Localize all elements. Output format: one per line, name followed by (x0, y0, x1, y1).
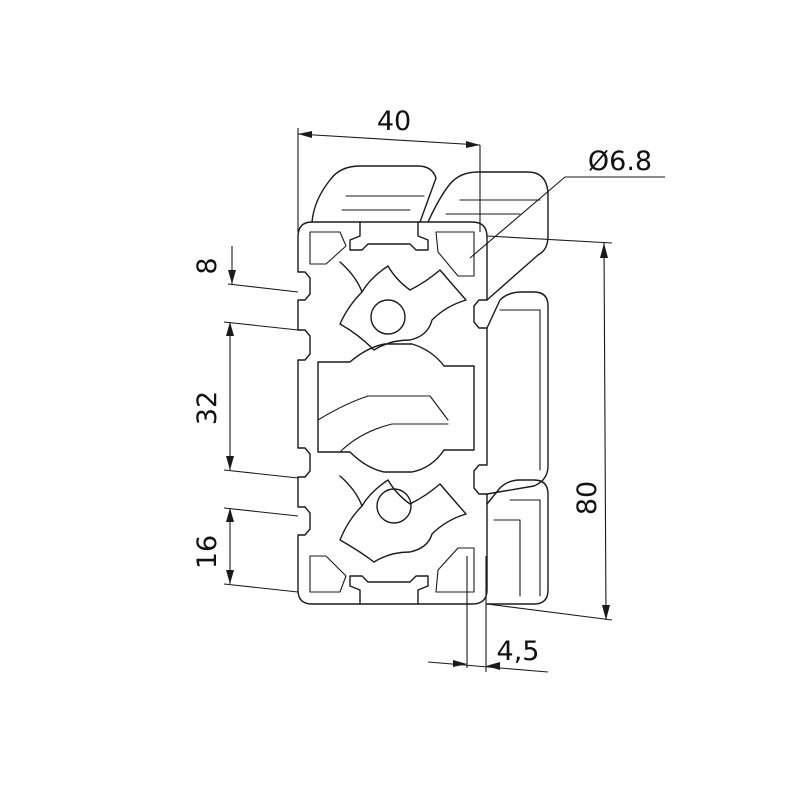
chamber-bottom-right (435, 547, 475, 593)
depth-top-edge-2 (427, 171, 549, 301)
upper-core (339, 261, 467, 351)
dim-slot-width-label: 4,5 (497, 636, 540, 667)
central-cavity (317, 343, 475, 473)
top-t-slot (349, 221, 429, 251)
dim-width-label: 40 (377, 106, 411, 137)
dim-top-offset-label: 8 (192, 257, 223, 274)
depth-mid-right (486, 291, 549, 495)
dimension-lines (223, 128, 665, 673)
chamber-top-right (435, 231, 475, 277)
central-cavity-depth (317, 395, 449, 453)
depth-slot-groove-top (341, 195, 541, 215)
upper-hole (370, 299, 406, 335)
dim-bottom-offset-label: 16 (192, 535, 223, 569)
depth-slot-groove-right (493, 309, 541, 597)
chamber-bottom-left (309, 555, 347, 593)
chamber-top-left (309, 231, 347, 265)
lower-core (339, 475, 467, 563)
dim-slot-pitch-label: 32 (192, 391, 223, 425)
dim-height-label: 80 (572, 481, 603, 515)
bottom-t-slot (349, 575, 429, 605)
profile-front-outline (297, 221, 488, 605)
dim-hole-diameter-label: Ø6.8 (588, 146, 652, 177)
profile-extrusion (297, 165, 549, 605)
depth-top-edge (311, 165, 437, 223)
depth-bottom-right (486, 479, 549, 605)
lower-hole (376, 488, 412, 524)
